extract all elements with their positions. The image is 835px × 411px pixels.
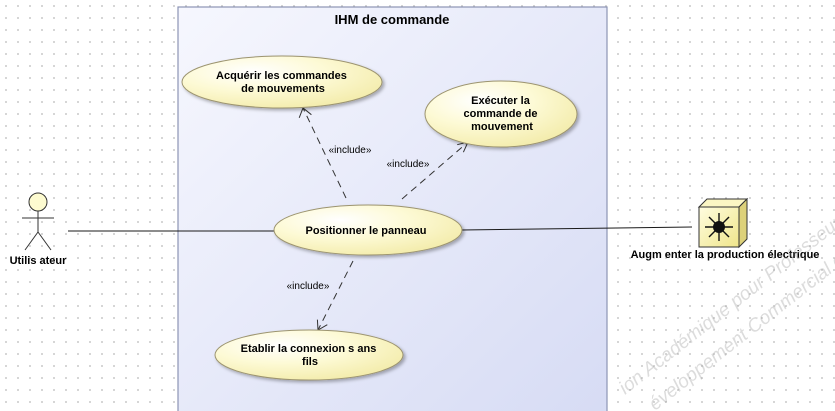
watermark-line-2: éveloppement Commercial et [645, 246, 835, 411]
use-case-acquerir-label: Acquérir les commandes de mouvements [216, 70, 350, 95]
actor-utilisateur[interactable]: Utilis ateur [10, 192, 68, 267]
actor-augmenter-label: Augm enter la production électrique [631, 249, 820, 261]
actor-augmenter-production[interactable]: Augm enter la production électrique [631, 197, 820, 261]
include-arrow-acquerir[interactable] [298, 107, 347, 199]
sun-block-icon [697, 197, 749, 249]
include-label-etablir: «include» [287, 281, 330, 292]
use-case-executer[interactable]: Exécuter la commande de mouvement [424, 80, 578, 148]
include-label-acquerir: «include» [329, 145, 372, 156]
use-case-etablir[interactable]: Etablir la connexion s ans fils [214, 329, 404, 381]
use-case-executer-label: Exécuter la commande de mouvement [463, 95, 540, 133]
stick-figure-icon [22, 192, 54, 251]
use-case-positionner-label: Positionner le panneau [305, 225, 426, 237]
include-label-executer: «include» [387, 159, 430, 170]
use-case-positionner[interactable]: Positionner le panneau [273, 204, 463, 256]
use-case-etablir-label: Etablir la connexion s ans fils [241, 343, 380, 368]
actor-utilisateur-label: Utilis ateur [10, 255, 68, 267]
use-case-acquerir[interactable]: Acquérir les commandes de mouvements [181, 55, 383, 109]
association-line-right[interactable] [461, 226, 693, 231]
system-boundary-title: IHM de commande [335, 12, 450, 27]
